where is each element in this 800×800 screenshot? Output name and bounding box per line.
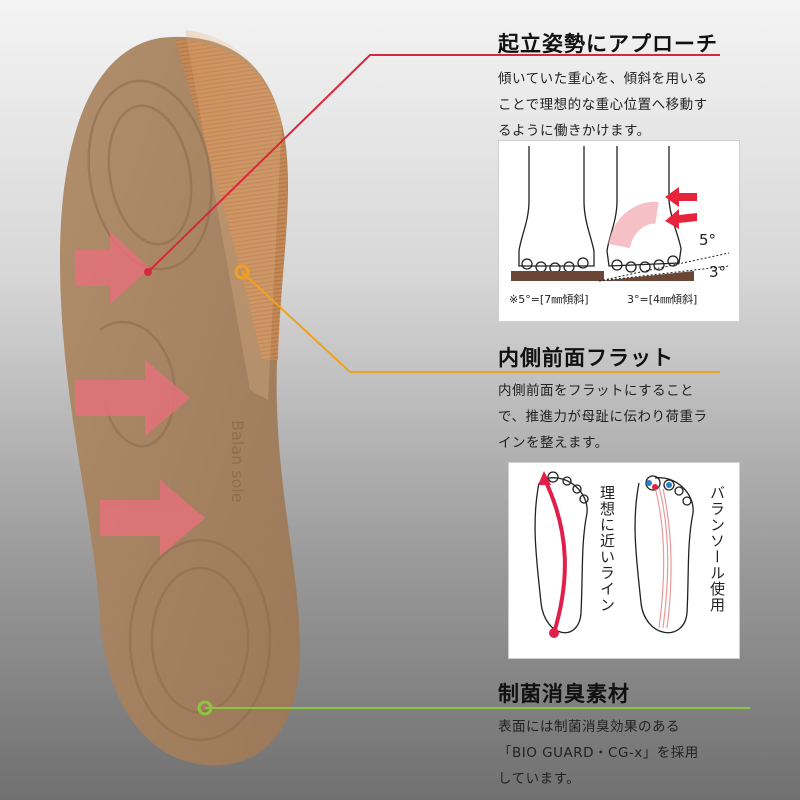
wedge-right bbox=[599, 271, 694, 281]
caption-3deg: 3°=[4㎜傾斜] bbox=[627, 293, 698, 306]
feature-body-2-line-2: で、推進力が母趾に伝わり荷重ラ bbox=[498, 409, 708, 425]
ideal-line bbox=[542, 477, 567, 634]
marker-2 bbox=[234, 264, 250, 280]
footprint-diagram bbox=[534, 471, 694, 638]
insole-brand: Balan sole bbox=[228, 420, 247, 503]
feature-body-1: 傾いていた重心を、傾斜を用いる ことで理想的な重心位置へ移動す るように働きかけ… bbox=[498, 66, 788, 144]
feature-panel-1: 起立姿勢にアプローチ 傾いていた重心を、傾斜を用いる ことで理想的な重心位置へ移… bbox=[498, 28, 788, 144]
feature-title-2: 内側前面フラット bbox=[498, 346, 674, 370]
caption-5deg: ※5°=[7㎜傾斜] bbox=[509, 293, 589, 306]
label-balance-sole: バランソール使用 bbox=[708, 485, 726, 613]
feature-body-2-line-1: 内側前面をフラットにすること bbox=[498, 383, 695, 399]
feature-body-2: 内側前面をフラットにすること で、推進力が母趾に伝わり荷重ラ インを整えます。 bbox=[498, 378, 788, 456]
push-arrow-2 bbox=[665, 209, 697, 229]
connector-1 bbox=[147, 54, 720, 273]
figure-load-line: 理想に近いライン バランソール使用 bbox=[508, 462, 740, 659]
feature-body-3-line-3: しています。 bbox=[498, 771, 581, 787]
feature-body-3-line-1: 表面には制菌消臭効果のある bbox=[498, 719, 680, 735]
feature-panel-2: 内側前面フラット 内側前面をフラットにすること で、推進力が母趾に伝わり荷重ラ … bbox=[498, 342, 788, 456]
feature-body-1-line-3: るように働きかけます。 bbox=[498, 123, 651, 139]
feature-body-2-line-3: インを整えます。 bbox=[498, 435, 609, 451]
angle-label-3: 3° bbox=[709, 263, 727, 281]
angle-label-5: 5° bbox=[699, 231, 717, 249]
feature-title-1: 起立姿勢にアプローチ bbox=[498, 32, 718, 56]
feature-body-3-line-2: 「BIO GUARD・CG-x」を採用 bbox=[498, 745, 699, 761]
feature-title-3: 制菌消臭素材 bbox=[498, 682, 630, 706]
arrow-1 bbox=[75, 232, 150, 304]
wedge-left bbox=[511, 271, 604, 281]
feet-diagram bbox=[511, 146, 730, 282]
label-ideal-line: 理想に近いライン bbox=[598, 485, 616, 613]
marker-1 bbox=[144, 268, 152, 276]
feature-panel-3: 制菌消臭素材 表面には制菌消臭効果のある 「BIO GUARD・CG-x」を採用… bbox=[498, 678, 788, 792]
connector-2 bbox=[241, 271, 720, 373]
feature-body-1-line-2: ことで理想的な重心位置へ移動す bbox=[498, 97, 708, 113]
push-arrow-1 bbox=[665, 187, 697, 207]
arrow-2 bbox=[75, 360, 190, 436]
figure-posture: 5° 3° ※5°=[7㎜傾斜] 3°=[4㎜傾斜] bbox=[498, 140, 740, 322]
feature-body-3: 表面には制菌消臭効果のある 「BIO GUARD・CG-x」を採用 しています。 bbox=[498, 714, 788, 792]
feature-body-1-line-1: 傾いていた重心を、傾斜を用いる bbox=[498, 71, 708, 87]
marker-3 bbox=[197, 700, 213, 716]
arrow-3 bbox=[100, 480, 205, 556]
